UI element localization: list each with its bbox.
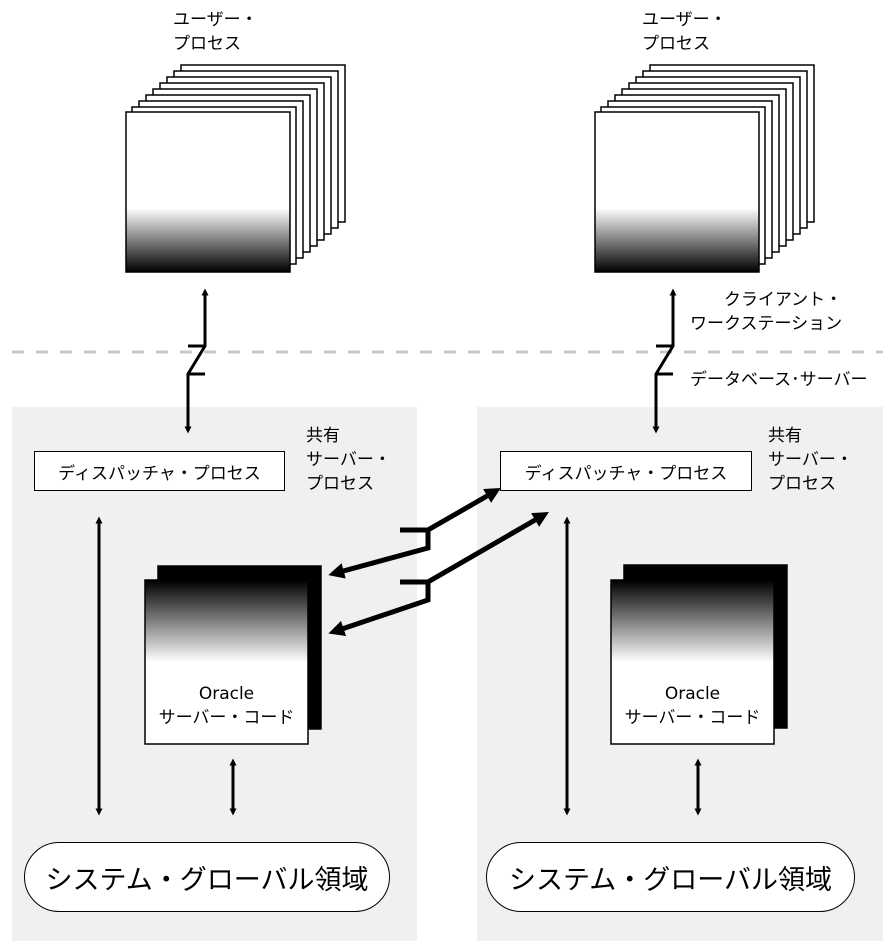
network-link-left xyxy=(184,288,209,434)
database-server-label: データベース･サーバー xyxy=(690,370,868,390)
user-process-label-right: ユーザー・ プロセス xyxy=(642,10,727,54)
client-workstation-label: クライアント・ ワークステーション xyxy=(690,290,843,334)
user-process-stack-left xyxy=(125,64,346,273)
network-link-right xyxy=(652,288,677,434)
oracle-server-code-label-left: Oracle サーバー・コード xyxy=(158,684,295,728)
dispatcher-process-box-right: ディスパッチャ・プロセス xyxy=(500,451,752,491)
cross-link-lower xyxy=(328,511,549,637)
user-process-label-left: ユーザー・ プロセス xyxy=(173,10,258,54)
shared-server-process-label-left: 共有 サーバー・ プロセス xyxy=(306,426,391,494)
system-global-area-left: システム・グローバル領域 xyxy=(24,842,390,912)
server-code-stack-left xyxy=(144,565,322,745)
shared-server-process-label-right: 共有 サーバー・ プロセス xyxy=(768,426,853,494)
dispatcher-process-box-left: ディスパッチャ・プロセス xyxy=(34,451,285,491)
server-code-stack-right xyxy=(610,564,788,745)
oracle-server-code-label-right: Oracle サーバー・コード xyxy=(624,684,761,728)
user-process-stack-right xyxy=(594,64,815,273)
system-global-area-right: システム・グローバル領域 xyxy=(486,842,855,912)
